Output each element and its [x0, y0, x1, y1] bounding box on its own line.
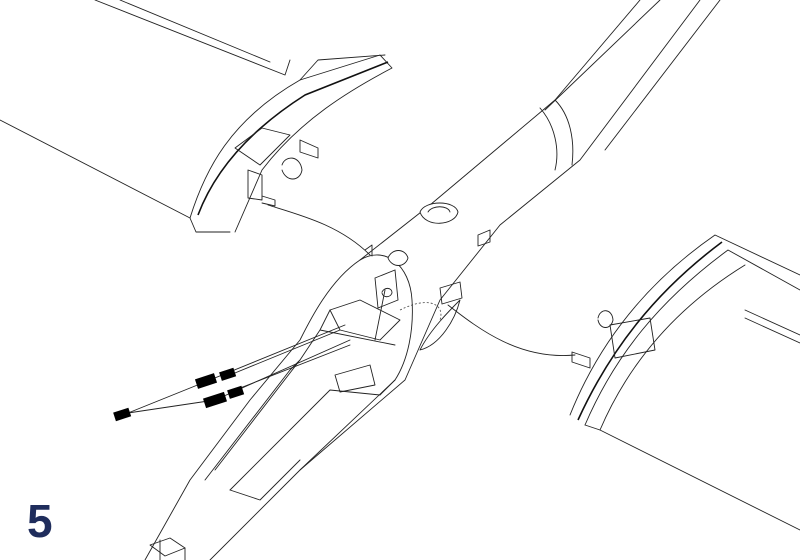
- part-block: [202, 391, 228, 409]
- part-block: [219, 367, 237, 381]
- fuselage: [144, 0, 721, 560]
- servo-parts: [113, 367, 245, 422]
- part-block: [227, 385, 245, 399]
- left-wing: [0, 0, 393, 233]
- part-block: [113, 407, 132, 422]
- wiring: [127, 204, 576, 414]
- right-wing: [569, 234, 800, 531]
- part-block: [194, 373, 218, 389]
- step-number: 5: [27, 495, 53, 547]
